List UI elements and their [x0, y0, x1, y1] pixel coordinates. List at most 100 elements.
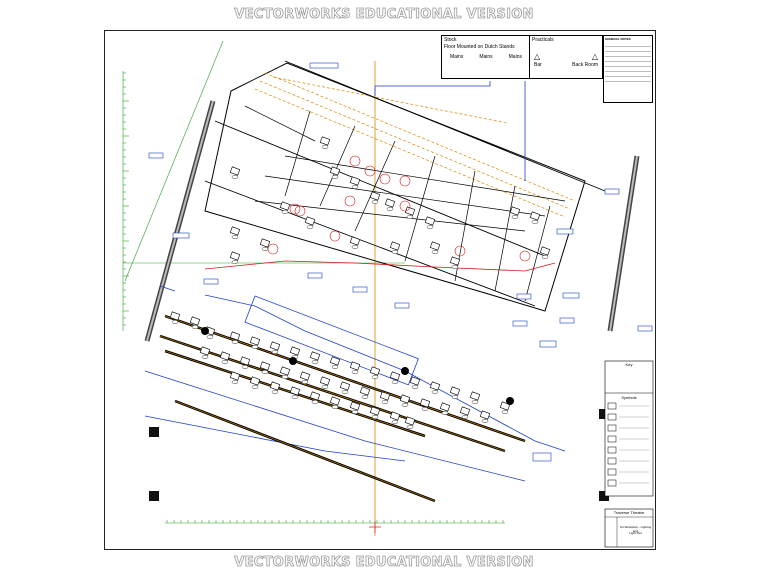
stock-title: Stock	[444, 37, 457, 43]
lantern-icon	[229, 371, 241, 385]
lantern-icon	[249, 376, 261, 390]
lantern-icon	[269, 341, 281, 355]
channel-circle	[379, 173, 391, 185]
channel-circle	[344, 195, 356, 207]
lantern-icon	[229, 226, 241, 239]
title-block	[604, 508, 654, 548]
lantern-icon	[401, 367, 409, 375]
triangle-icon: △	[534, 52, 541, 61]
circuit-label-box	[352, 286, 368, 293]
lantern-icon	[309, 351, 321, 365]
lantern-icon	[424, 216, 436, 229]
legend-symbol	[607, 468, 617, 476]
lantern-icon	[349, 236, 361, 249]
triangle-icon: △	[591, 52, 598, 61]
stock-label-2: Mains	[479, 54, 493, 60]
lantern-icon	[199, 346, 211, 360]
lantern-icon	[229, 331, 241, 345]
channel-circle	[399, 200, 411, 212]
drawing-sheet: Stock Floor Mounted on Dutch Stands Main…	[104, 30, 656, 550]
lantern-icon	[439, 402, 451, 416]
lantern-icon	[201, 327, 209, 335]
lantern-icon	[389, 371, 401, 385]
lantern-icon	[449, 386, 461, 400]
lantern-icon	[399, 394, 411, 408]
lantern-icon	[269, 381, 281, 395]
lantern-icon	[389, 241, 401, 254]
stock-label-3: Mains	[508, 54, 522, 60]
lantern-icon	[329, 356, 341, 370]
lantern-icon	[479, 410, 491, 424]
lower-pipes	[159, 314, 526, 503]
channel-circle	[399, 175, 411, 187]
circuit-label-box	[604, 188, 620, 195]
circuit-label-box	[532, 452, 552, 462]
legend-column	[604, 360, 654, 497]
circuit-lines	[144, 81, 566, 482]
watermark-top: VECTORWORKS EDUCATIONAL VERSION	[234, 7, 534, 23]
lantern-icon	[259, 361, 271, 375]
lantern-icon	[429, 381, 441, 395]
lantern-icon	[359, 386, 371, 400]
lantern-icon	[509, 206, 521, 219]
dimmer-run	[204, 260, 556, 272]
channel-circle	[519, 250, 531, 262]
lantern-icon	[379, 391, 391, 405]
lantern-icon	[169, 311, 181, 325]
lantern-icon	[309, 391, 321, 405]
lantern-icon	[506, 397, 514, 405]
lantern-icon	[389, 411, 401, 425]
channel-circle	[454, 245, 466, 257]
legend-symbol	[607, 424, 617, 432]
circuit-label-box	[172, 232, 190, 239]
circuit-label-box	[307, 272, 323, 279]
lantern-icon	[299, 371, 311, 385]
general-notes-box: GENERAL NOTES	[603, 35, 653, 103]
lantern-icon	[369, 366, 381, 380]
lantern-icon	[279, 201, 291, 214]
lantern-icon	[189, 316, 201, 330]
legend-symbol	[607, 457, 617, 465]
lantern-icon	[289, 346, 301, 360]
lantern-icon	[459, 406, 471, 420]
stage-outline	[204, 62, 586, 312]
stock-subtitle: Floor Mounted on Dutch Stands	[444, 44, 515, 50]
circuit-label-box	[556, 228, 574, 235]
circuit-label-box	[516, 293, 532, 300]
lantern-icon	[329, 166, 341, 179]
circuit-label-box	[512, 320, 528, 327]
lantern-icon	[349, 361, 361, 375]
lantern-icon	[279, 366, 291, 380]
key-title: Key	[625, 362, 633, 367]
channel-circle	[294, 205, 306, 217]
lantern-icon	[259, 238, 271, 251]
lantern-icon	[229, 166, 241, 179]
legend-symbol	[607, 413, 617, 421]
title-theatre: Traverse Theatre	[613, 510, 645, 515]
center-markers	[369, 521, 381, 533]
bottom-scale-ruler	[165, 520, 505, 524]
dashed-edges	[254, 72, 576, 218]
practical-back-room-label: Back Room	[572, 62, 598, 68]
lantern-icon	[449, 256, 461, 269]
legend-symbol	[607, 446, 617, 454]
lantern-icon	[429, 241, 441, 254]
lantern-icon	[384, 198, 396, 211]
general-notes-title: GENERAL NOTES	[605, 37, 631, 41]
lantern-icon	[289, 386, 301, 400]
lantern-icon	[369, 406, 381, 420]
left-scale-ruler	[122, 71, 129, 331]
channel-circle	[289, 203, 301, 215]
lantern-icon	[249, 336, 261, 350]
lantern-icon	[529, 211, 541, 224]
practicals-title: Practicals	[532, 37, 554, 43]
stock-key-box: Stock Floor Mounted on Dutch Stands Main…	[441, 35, 531, 79]
stock-label-1: Mains	[449, 54, 464, 60]
lantern-icon	[219, 351, 231, 365]
internal-battens	[244, 105, 566, 302]
title-sheet: Light Plot	[629, 531, 642, 535]
lantern-icon	[404, 416, 416, 430]
circuit-label-box	[539, 340, 557, 348]
channel-circle	[349, 155, 361, 167]
circuit-label-box	[148, 152, 164, 159]
